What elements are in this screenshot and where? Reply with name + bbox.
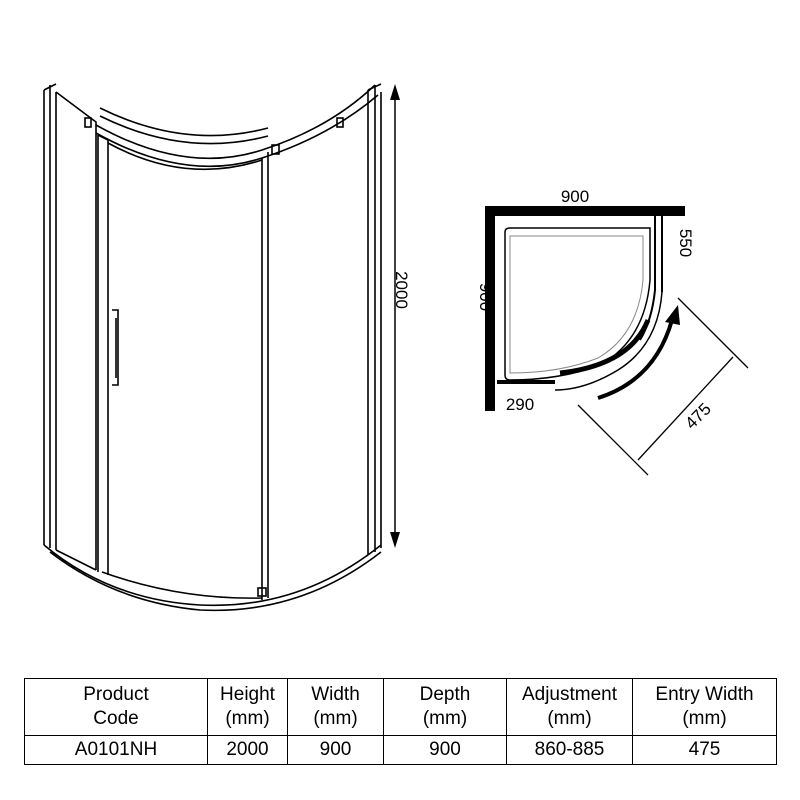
plan-return-label: 290	[506, 395, 534, 414]
spec-table: Product Code Height (mm) Width (mm) Dept…	[24, 678, 777, 765]
plan-width-label: 900	[561, 187, 589, 206]
header-adjustment: Adjustment (mm)	[506, 678, 633, 736]
cell-product-code: A0101NH	[24, 735, 208, 765]
plan-tray-outline	[504, 227, 651, 381]
right-wall-profile	[367, 83, 382, 555]
plan-curved-panel-outer	[554, 291, 663, 391]
height-label: 2000	[392, 271, 411, 309]
entry-dimension	[577, 297, 749, 476]
door-handle	[112, 309, 119, 386]
fitting-bottom	[257, 587, 267, 597]
right-fixed-panel	[261, 152, 269, 600]
bottom-tray	[43, 544, 382, 612]
cell-entry-width: 475	[632, 735, 777, 765]
top-rail	[99, 107, 269, 145]
left-wall-profile	[43, 83, 57, 550]
plan-entry-label: 475	[681, 399, 714, 432]
header-height: Height (mm)	[207, 678, 288, 736]
sliding-door	[97, 134, 263, 575]
cell-depth: 900	[383, 735, 507, 765]
height-dimension: 2000	[390, 84, 411, 548]
plan-left-wall	[485, 206, 495, 411]
plan-back-wall	[485, 206, 685, 216]
entry-arrow	[597, 319, 674, 400]
spec-table-header-row: Product Code Height (mm) Width (mm) Dept…	[24, 678, 777, 736]
cell-width: 900	[287, 735, 384, 765]
header-width: Width (mm)	[287, 678, 384, 736]
fitting-mid-right	[271, 144, 280, 155]
elevation-view	[43, 83, 382, 612]
table-row: A0101NH 2000 900 900 860-885 475	[24, 735, 777, 765]
header-product-code: Product Code	[24, 678, 208, 736]
cell-adjustment: 860-885	[506, 735, 633, 765]
shower-enclosure-drawing: 2000 900 900 550 290 475	[43, 83, 749, 612]
plan-tray-inner	[509, 235, 644, 374]
entry-arrowhead	[665, 305, 680, 325]
header-entry-width: Entry Width (mm)	[632, 678, 777, 736]
plan-curved-door	[559, 319, 651, 376]
plan-side-panel-label: 550	[676, 229, 695, 257]
cell-height: 2000	[207, 735, 288, 765]
plan-view: 900 900 550 290 475	[476, 187, 749, 476]
plan-depth-label: 900	[476, 283, 495, 311]
fitting-top-left	[84, 117, 92, 128]
top-rail-main	[95, 84, 379, 168]
left-fixed-panel	[55, 91, 97, 571]
header-depth: Depth (mm)	[383, 678, 507, 736]
fitting-top-right	[336, 117, 344, 128]
bottom-threshold	[101, 571, 263, 599]
